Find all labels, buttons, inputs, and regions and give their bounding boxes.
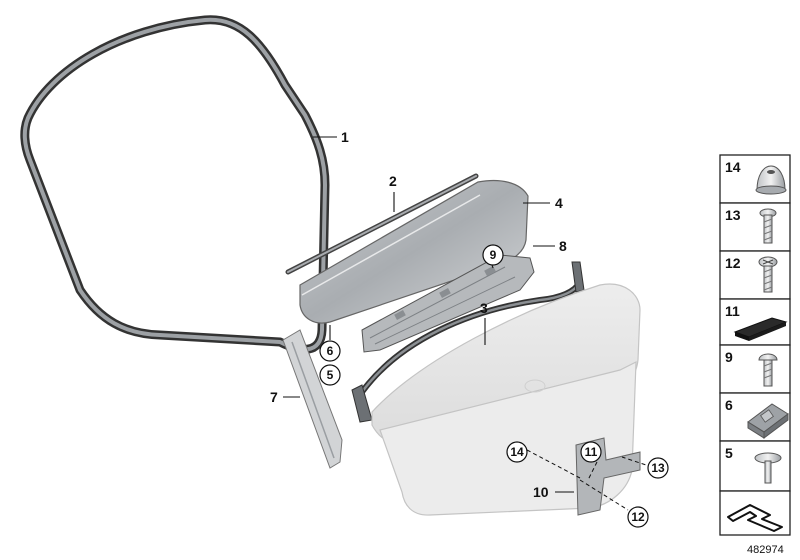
svg-text:9: 9 — [725, 349, 733, 365]
svg-text:6: 6 — [327, 344, 334, 358]
screw-icon — [759, 208, 777, 244]
circled-callout-14: 14 — [506, 441, 528, 463]
circled-callouts: 9 6 5 14 11 13 12 — [319, 244, 669, 528]
callout-1: 1 — [341, 129, 349, 145]
trunk-lid-seal — [351, 261, 585, 423]
svg-text:14: 14 — [510, 445, 524, 459]
circled-callout-5: 5 — [319, 364, 341, 386]
circled-callout-9: 9 — [482, 244, 504, 266]
side-trim — [282, 329, 343, 469]
circled-callout-13: 13 — [647, 457, 669, 479]
mounting-bracket-icon — [747, 403, 789, 439]
spoiler-seal-strip — [285, 173, 479, 275]
legend-item-arrow — [719, 490, 791, 536]
callout-7: 7 — [270, 389, 278, 405]
circled-callout-6: 6 — [319, 340, 341, 362]
ellipsis-arrow-icon — [727, 504, 783, 532]
parts-legend: 14 13 12 — [719, 154, 791, 536]
rivet-icon — [754, 452, 782, 484]
legend-item-13: 13 — [719, 202, 791, 252]
svg-text:6: 6 — [725, 397, 733, 413]
svg-text:11: 11 — [585, 445, 598, 459]
screw-icon — [758, 353, 778, 387]
legend-item-5: 5 — [719, 440, 791, 492]
svg-text:11: 11 — [725, 303, 740, 319]
leader-lines — [283, 136, 653, 511]
svg-text:13: 13 — [651, 461, 665, 475]
svg-text:5: 5 — [725, 445, 733, 461]
callout-10: 10 — [533, 484, 549, 500]
callout-8: 8 — [559, 238, 567, 254]
third-brake-light — [361, 254, 535, 353]
legend-item-6: 6 — [719, 392, 791, 442]
door-seal-gasket — [20, 15, 330, 354]
svg-text:12: 12 — [631, 510, 645, 524]
callout-2: 2 — [389, 173, 397, 189]
legend-item-12: 12 — [719, 250, 791, 300]
legend-item-9: 9 — [719, 344, 791, 394]
svg-text:13: 13 — [725, 207, 741, 223]
svg-text:5: 5 — [327, 368, 334, 382]
callout-3: 3 — [480, 300, 488, 316]
svg-text:14: 14 — [725, 159, 741, 175]
callout-4: 4 — [555, 195, 563, 211]
circled-callout-12: 12 — [627, 506, 649, 528]
cap-nut-icon — [755, 165, 787, 195]
svg-text:9: 9 — [490, 248, 497, 262]
foam-pad-icon — [733, 317, 788, 341]
callout-labels: 1 2 4 8 3 7 10 — [270, 129, 567, 500]
svg-text:12: 12 — [725, 255, 741, 271]
circled-callout-11: 11 — [580, 441, 602, 463]
screw-icon — [758, 256, 778, 293]
legend-item-11: 11 — [719, 298, 791, 346]
diagram-number: 482974 — [747, 544, 784, 556]
legend-item-14: 14 — [719, 154, 791, 204]
